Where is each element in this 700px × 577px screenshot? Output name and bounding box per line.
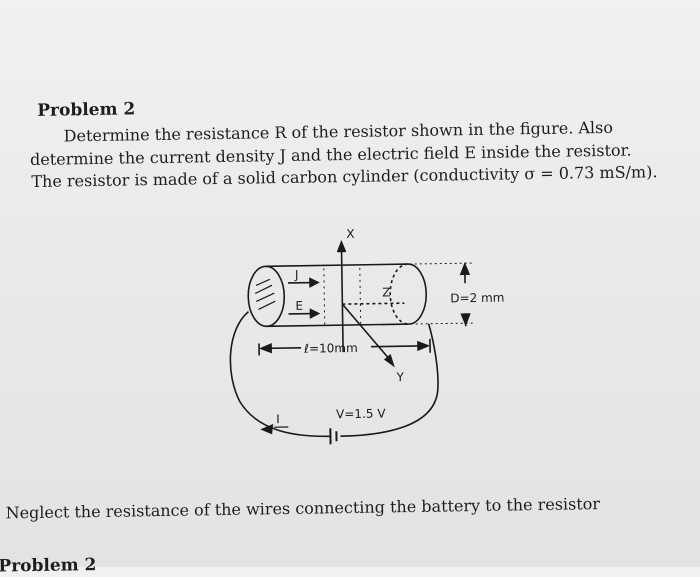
- length-label: ℓ=10mm: [303, 341, 358, 356]
- current-arrowhead: [262, 425, 272, 433]
- cylinder-top-edge: [266, 264, 408, 266]
- neglect-statement: Neglect the resistance of the wires conn…: [5, 494, 600, 522]
- axis-x-label: X: [346, 227, 354, 241]
- x-axis-line: [341, 244, 343, 352]
- cylinder-bottom-edge: [267, 324, 409, 326]
- e-arrowhead: [310, 309, 318, 317]
- axis-z-label: Z: [382, 285, 390, 299]
- cylinder-right-face-back: [390, 264, 409, 324]
- problem-title: Problem 2: [37, 99, 135, 121]
- axis-y-label: Y: [395, 370, 404, 384]
- current-density-label: J: [294, 268, 299, 282]
- z-axis-line: [342, 303, 404, 304]
- left-wire: [230, 310, 331, 438]
- voltage-label: V=1.5 V: [336, 406, 386, 421]
- current-label: I: [276, 412, 280, 426]
- next-problem-title: Problem 2: [0, 555, 97, 577]
- electric-field-label: E: [295, 299, 303, 313]
- cylinder-right-face-front: [408, 264, 427, 324]
- resistor-figure: X Y Z J E D=2 mm ℓ=10mm I V=1.5 V: [221, 209, 525, 464]
- j-arrowhead: [310, 279, 318, 287]
- diameter-label: D=2 mm: [450, 291, 504, 306]
- end-cap-hatching: [255, 279, 275, 309]
- resistor-diagram: X Y Z J E D=2 mm ℓ=10mm I V=1.5 V: [221, 209, 525, 464]
- x-axis-arrowhead: [337, 242, 345, 252]
